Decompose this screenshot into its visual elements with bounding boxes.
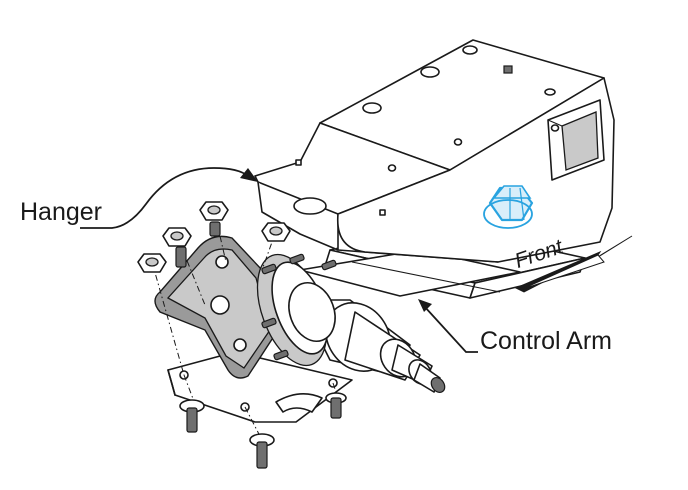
- spindle-bracket: [154, 235, 279, 379]
- pivot-bolt-highlighted: [483, 185, 534, 229]
- hanger-label: Hanger: [20, 198, 102, 226]
- mounting-bolts-lower: [179, 392, 347, 469]
- hub-studs: [261, 253, 337, 361]
- mounting-bolts-upper: [175, 221, 221, 268]
- lock-nut: [261, 222, 291, 242]
- lock-nut: [137, 253, 167, 273]
- leader-control-arm: [418, 299, 478, 353]
- bolt: [249, 433, 275, 469]
- control-arm-label: Control Arm: [480, 327, 612, 355]
- hanger-bracket: [254, 39, 615, 263]
- direction-arrow-icon: [514, 235, 633, 293]
- lock-nuts: [137, 201, 291, 273]
- mounting-plate: [167, 351, 353, 423]
- leader-hanger: [80, 167, 258, 229]
- lock-nut: [199, 201, 229, 221]
- bolt: [179, 399, 205, 433]
- bolt: [325, 392, 347, 419]
- lock-nut: [162, 227, 192, 247]
- hub-flange: [256, 253, 337, 367]
